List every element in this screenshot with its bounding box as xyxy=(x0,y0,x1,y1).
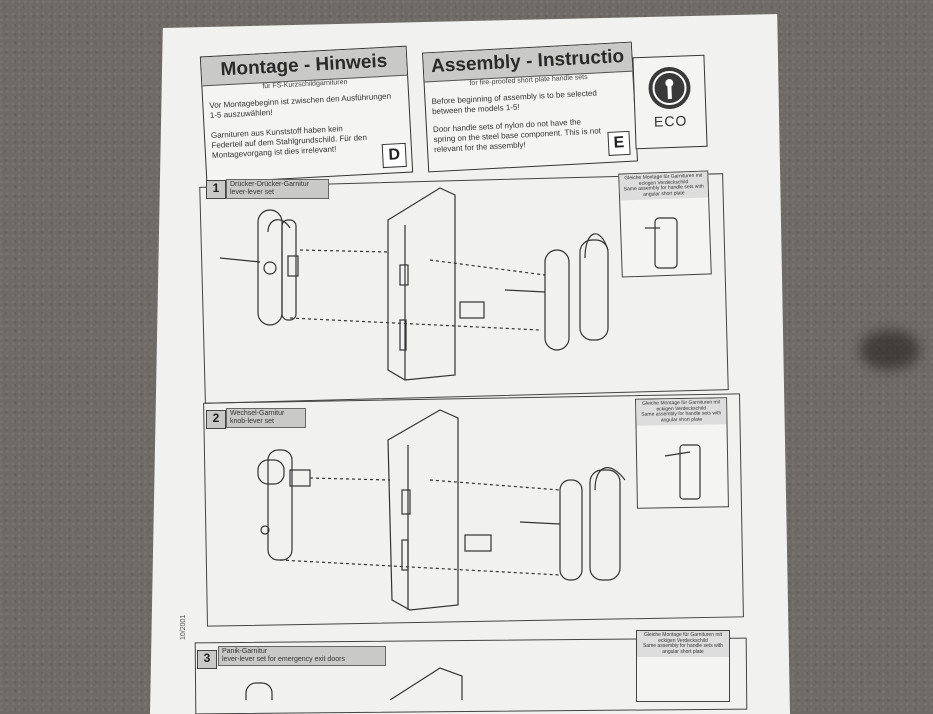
step-2-number: 2 xyxy=(206,410,226,429)
step-3-label-en: lever-lever set for emergency exit doors xyxy=(222,656,345,664)
step-3-side-en: Same assembly for handle sets with angul… xyxy=(642,643,724,655)
step-1-label-en: lever-lever set xyxy=(230,189,274,197)
step-1-door xyxy=(387,187,456,381)
step-2-label-en: knob-lever set xyxy=(230,418,274,426)
step-1-side-drawing xyxy=(645,217,678,269)
eco-logo-icon xyxy=(647,66,692,110)
step-2-left-knob-set xyxy=(257,449,311,561)
step-2-right-handle-set xyxy=(464,467,626,581)
step-2-side-drawing xyxy=(664,444,701,500)
step-3-label-de: Panik-Garnitur xyxy=(222,648,268,655)
eco-logo: ECO xyxy=(632,54,708,150)
step-3-side-note: Gleiche Montage für Garnituren mit eckig… xyxy=(636,630,730,702)
step-3-side-de: Gleiche Montage für Garnituren mit eckig… xyxy=(643,632,723,644)
step-1-left-handle-set xyxy=(219,209,299,326)
step-1-label-de: Drücker-Drücker-Garnitur xyxy=(230,181,309,188)
step-2-door xyxy=(387,409,459,611)
step-3-partial-drawing xyxy=(245,667,463,700)
step-3-side-caption: Gleiche Montage für Garnituren mit eckig… xyxy=(637,631,729,657)
step-3-label: Panik-Garnitur lever-lever set for emerg… xyxy=(218,646,386,667)
floor-stain xyxy=(860,330,920,370)
step-2-label-de: Wechsel-Garnitur xyxy=(230,410,285,417)
step-1-right-handle-set xyxy=(459,233,609,351)
step-3-number: 3 xyxy=(197,650,217,669)
step-1-number: 1 xyxy=(206,180,226,199)
step-1-label: Drücker-Drücker-Garnitur lever-lever set xyxy=(226,179,329,200)
document-number: 10/2001 xyxy=(180,614,187,640)
step-2-label: Wechsel-Garnitur knob-lever set xyxy=(226,408,306,429)
